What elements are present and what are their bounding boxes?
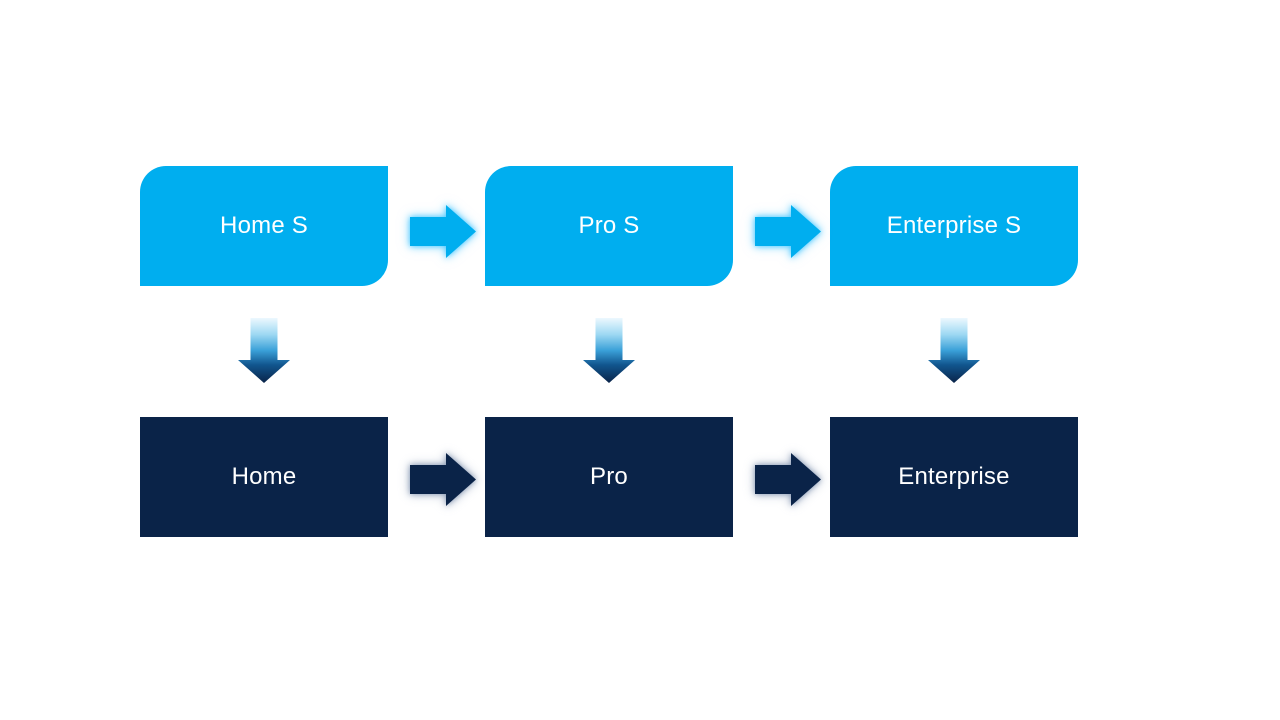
node-label: Home S (220, 212, 308, 239)
node-label: Enterprise (898, 463, 1010, 490)
node-home: Home (140, 417, 388, 537)
node-label: Home (231, 463, 297, 490)
node-pro: Pro (485, 417, 733, 537)
down-arrow-icon (928, 318, 980, 383)
node-label: Enterprise S (886, 212, 1022, 239)
right-arrow-icon (755, 205, 821, 258)
right-arrow-icon (410, 205, 476, 258)
node-enterprise: Enterprise (830, 417, 1078, 537)
node-enterprise-s: Enterprise S (830, 166, 1078, 286)
node-pro-s: Pro S (485, 166, 733, 286)
right-arrow-icon (755, 453, 821, 506)
node-label: Pro S (578, 212, 640, 239)
node-home-s: Home S (140, 166, 388, 286)
node-label: Pro (590, 463, 628, 490)
down-arrow-icon (238, 318, 290, 383)
right-arrow-icon (410, 453, 476, 506)
down-arrow-icon (583, 318, 635, 383)
